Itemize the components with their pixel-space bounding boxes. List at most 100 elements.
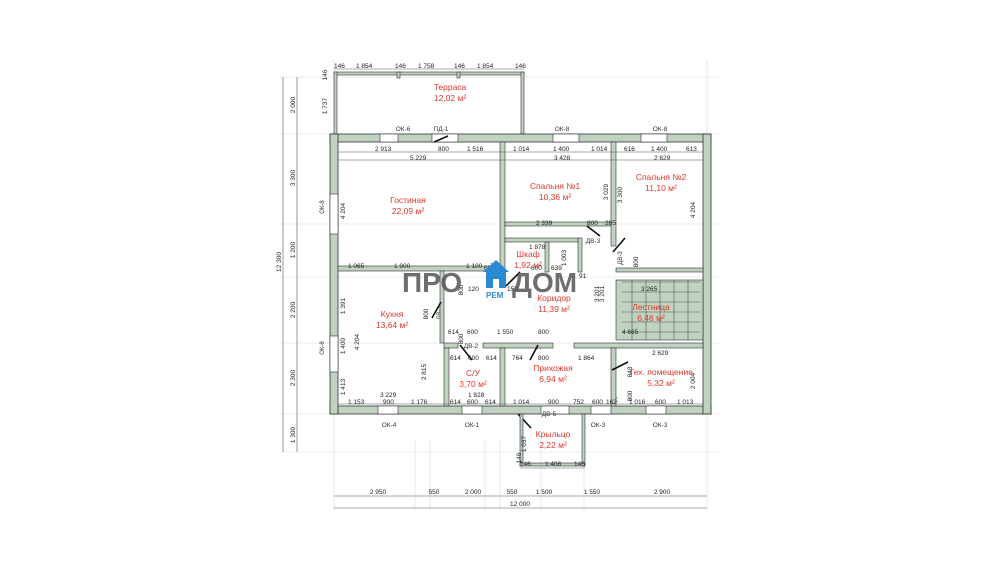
mid-dim-1: 1 065 [348, 263, 365, 270]
room-bed2-area: 11,10 м² [645, 183, 677, 193]
left-dim-1: 2 000 [290, 96, 297, 113]
label-ok3-b: ОК-3 [653, 422, 668, 429]
hb-dim-6: 1 016 [629, 399, 646, 406]
label-pd1: ПД-1 [434, 126, 449, 133]
label-ok6: ОК-6 [396, 126, 411, 133]
room-living-area: 22,09 м² [392, 206, 424, 216]
b-dim-5: 800 [538, 355, 549, 362]
corr-dim-4: 3 265 [641, 286, 658, 293]
porch: 146 1 037 146 1 408 146 Крыльцо 2,22 м² [516, 413, 586, 469]
v-dim-17: 3 201 [594, 285, 601, 302]
room-corridor-name: Коридор [537, 293, 571, 303]
left-dim-5: 2 300 [290, 369, 297, 386]
porch-dim-2: 1 037 [521, 435, 528, 452]
interior-walls [337, 141, 704, 407]
label-dv2: ДВ-2 [464, 343, 479, 350]
v-dim-5: 4 204 [354, 333, 361, 350]
v-dim-1: 4 204 [340, 202, 347, 219]
label-dv3-c: ДВ-3 [618, 251, 624, 265]
r1-dim-5: 1 400 [553, 146, 570, 153]
bottom-total-width: 12 000 [510, 501, 530, 508]
v-dim-16: 3 201 [599, 285, 606, 302]
v-dim-14: 800 [627, 390, 634, 401]
room-tech-name: Тех. помещение [629, 367, 693, 377]
bottom-dim-4: 550 [507, 489, 518, 496]
v-dim-19: 800 [458, 333, 465, 344]
hb-dim-2: 900 [548, 399, 559, 406]
room-bath-area: 3,70 м² [459, 379, 487, 389]
bottom-dim-6: 1 550 [584, 489, 601, 496]
terrace-dim-1: 146 [334, 63, 345, 70]
bb-dim-4: 614 [485, 399, 496, 406]
room-hall-name: Прихожая [533, 363, 573, 373]
v-dim-8: 3 300 [617, 186, 624, 203]
bb-dim-2: 614 [450, 399, 461, 406]
logo-right-text: ДОМ [512, 267, 577, 298]
bottom-dim-3: 2 000 [465, 489, 482, 496]
hb-dim-3: 752 [573, 399, 584, 406]
bottom-dim-1: 2 950 [370, 489, 387, 496]
terrace-side-dim-1: 146 [322, 69, 329, 80]
left-dimension-chain: 2 000 3 300 1 200 2 200 2 300 1 300 12 3… [276, 77, 298, 452]
room-bed2-name: Спальня №2 [636, 172, 687, 182]
left-dim-6: 1 300 [290, 426, 297, 443]
b-dim-3: 614 [486, 355, 497, 362]
v-dim-11: 800 [633, 256, 640, 267]
room-labels: Гостиная 22,09 м² Спальня №1 10,36 м² Сп… [376, 172, 693, 389]
r1-dim-8: 1 400 [651, 146, 668, 153]
k-dim-2: 600 [467, 329, 478, 336]
room-terrace-area: 12,02 м² [434, 93, 466, 103]
v-dim-9: 4 204 [690, 201, 697, 218]
porch-dim-1: 146 [520, 461, 531, 468]
mid-dim-2: 1 900 [394, 263, 411, 270]
porch-dim-3: 146 [516, 452, 523, 463]
kb-dim-3: 900 [383, 399, 394, 406]
left-total-height: 12 300 [276, 252, 283, 272]
v-dim-15: 2 004 [690, 372, 697, 389]
room-living-name: Гостиная [390, 195, 426, 205]
left-dim-3: 1 200 [290, 241, 297, 258]
room-stairs-area: 6,46 м² [637, 313, 665, 323]
hb-dim-7: 600 [655, 399, 666, 406]
label-ok3-a: ОК-3 [591, 422, 606, 429]
label-ok8-a: ОК-8 [555, 126, 570, 133]
r1-dim-3: 1 516 [467, 146, 484, 153]
room-hall-area: 6,94 м² [539, 374, 567, 384]
kb-dim-1: 3 229 [380, 392, 397, 399]
terrace: 146 1 854 146 1 758 146 1 854 146 146 1 … [322, 63, 526, 135]
kb-dim-4: 1 176 [411, 399, 428, 406]
r1-dim-4: 1 014 [513, 146, 530, 153]
k-dim-3: 1 550 [497, 329, 514, 336]
hb-dim-5: 162 [606, 399, 617, 406]
b-dim-6: 1 864 [578, 355, 595, 362]
label-ok8-b: ОК-8 [653, 126, 668, 133]
b-dim-2: 600 [468, 355, 479, 362]
v-dim-13: 843 [627, 366, 634, 377]
room-bath-name: С/У [466, 368, 481, 378]
b-dim-1: 614 [450, 355, 461, 362]
r1-dim-2: 800 [438, 146, 449, 153]
porch-dim-5: 146 [574, 461, 585, 468]
b-dim-4: 764 [512, 355, 523, 362]
room-stairs-name: Лестница [632, 302, 670, 312]
bed-dim-1: 2 339 [536, 220, 553, 227]
v-dim-4: 1 413 [340, 378, 347, 395]
corr-dim-3: 91 [579, 273, 587, 280]
logo-watermark: ПРО РЕМ ДОМ [402, 260, 577, 300]
hb-dim-1: 1 014 [513, 399, 530, 406]
bottom-dimension-chain: 2 950 550 2 000 550 1 500 1 550 2 900 12… [334, 489, 707, 509]
bb-dim-3: 600 [467, 399, 478, 406]
bottom-dim-7: 2 900 [654, 489, 671, 496]
corr-dim-1: 120 [468, 286, 479, 293]
room-porch-area: 2,22 м² [539, 440, 567, 450]
kb-dim-2: 1 153 [348, 399, 365, 406]
closet-dim-4: 639 [551, 265, 562, 272]
room-closet-area: 1,92 м² [514, 260, 542, 270]
label-dv5: ДВ-5 [542, 411, 557, 418]
bb-dim-1: 1 828 [468, 392, 485, 399]
bed-dim-3: 285 [605, 220, 616, 227]
row1-dimensions: 2 913 800 1 516 1 014 1 400 1 014 616 1 … [338, 146, 703, 162]
room-terrace-name: Терраса [434, 82, 467, 92]
label-ok8-d: ОК-8 [320, 341, 326, 355]
